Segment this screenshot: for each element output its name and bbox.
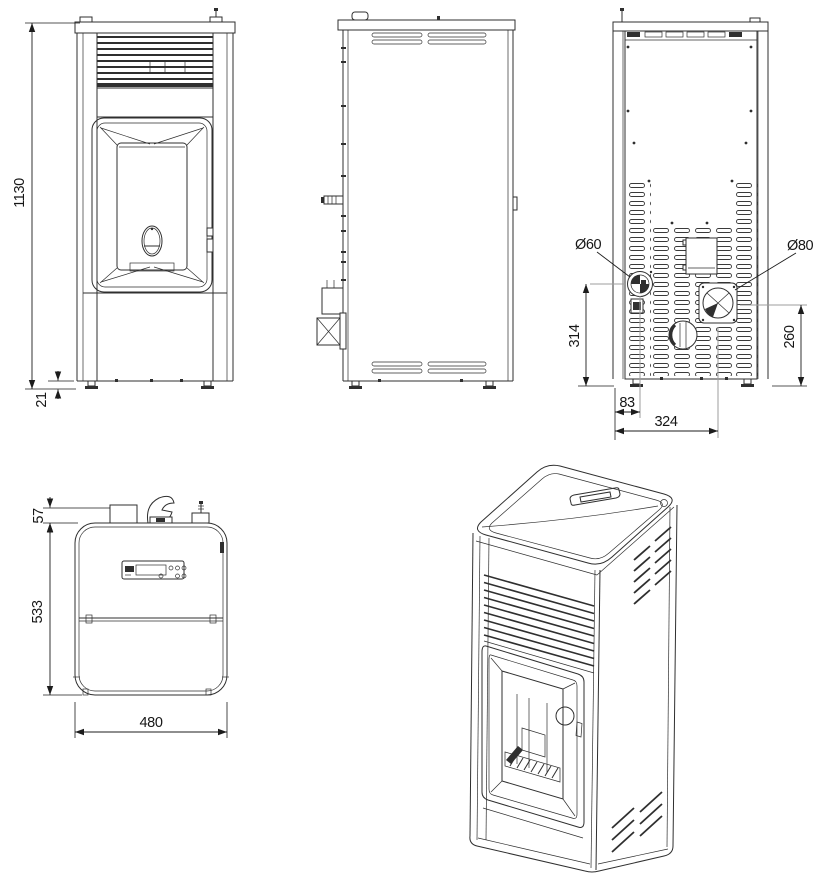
dim-overall-height-label: 1130: [12, 178, 28, 208]
junction-box: [682, 237, 718, 275]
top-view: 57 533 480: [30, 495, 229, 738]
air-inlet-port: [627, 271, 653, 297]
dim-flue-offset-label: 324: [655, 414, 678, 430]
door-knob: [141, 225, 163, 257]
lid-hinge-mark: [220, 542, 224, 553]
combustion-air-hole: [668, 320, 698, 350]
rear-edge-fixings: [341, 47, 346, 281]
iso-top-lid: [476, 464, 673, 565]
dim-foot-height-label: 21: [34, 392, 50, 408]
rear-top-slots: [625, 31, 757, 41]
dim-body-depth-label: 533: [30, 600, 46, 623]
dim-flue-diameter-label: Ø80: [787, 238, 814, 254]
dim-flue-height: 260: [740, 304, 807, 387]
fire-door: [91, 117, 214, 293]
iso-side-slots: [611, 526, 672, 853]
iso-fire-door: [481, 645, 585, 828]
dim-flue-diameter: Ø80: [734, 238, 814, 291]
side-vent-slots: [371, 32, 487, 374]
thermostat-pin: [214, 8, 218, 11]
lid-handle: [569, 487, 621, 506]
door-latch-side: [512, 196, 518, 211]
safety-valve: [191, 501, 210, 524]
dim-body-width: 480: [74, 702, 228, 738]
burn-pot: [521, 727, 546, 758]
power-socket: [630, 298, 644, 314]
dim-flue-offset: 324: [615, 327, 719, 438]
dim-air-inlet-offset-label: 83: [619, 395, 635, 411]
air-inlet-pipe: [321, 195, 344, 205]
flue-elbow: [147, 495, 175, 524]
panel-screws: [626, 45, 753, 322]
louver-grille: [97, 36, 213, 89]
rear-view: Ø60 Ø80 314 260 83 324: [567, 8, 814, 440]
top-body-outline: [74, 522, 228, 696]
dim-air-inlet-diameter-label: Ø60: [575, 237, 602, 253]
side-top-lid: [337, 19, 516, 31]
ash-lip: [129, 262, 175, 272]
rear-feet: [630, 377, 754, 387]
iso-door-glass: [501, 670, 564, 800]
flue-outlet-port: [698, 282, 738, 324]
dim-rear-projection: 57: [31, 497, 110, 534]
dim-rear-projection-label: 57: [31, 508, 47, 524]
junction-box-side: [321, 280, 344, 315]
rear-duct-box: [109, 504, 138, 524]
front-view: 1130 21: [12, 8, 236, 408]
door-glass: [116, 142, 188, 271]
top-lid: [74, 21, 236, 34]
dim-air-inlet-height: 314: [567, 283, 626, 387]
dim-overall-height: 1130: [12, 22, 80, 390]
dim-flue-height-label: 260: [782, 325, 798, 348]
isometric-view: [469, 464, 678, 873]
lcd-display: [135, 564, 167, 576]
dim-air-inlet-offset: 83: [614, 296, 641, 440]
side-feet: [349, 379, 496, 389]
dim-body-depth: 533: [30, 523, 82, 696]
dim-air-inlet-diameter: Ø60: [575, 237, 631, 278]
flue-outlet-side: [316, 312, 347, 350]
rear-top-lid: [612, 21, 769, 32]
adjustable-feet: [85, 380, 214, 389]
dim-foot-height: 21: [34, 371, 74, 408]
door-hinge: [206, 227, 214, 237]
control-panel: [121, 560, 187, 580]
iso-door-knob: [555, 706, 575, 726]
dim-body-width-label: 480: [140, 715, 163, 731]
side-view: [316, 11, 518, 389]
dim-air-inlet-height-label: 314: [567, 324, 583, 347]
iso-louver-grille: [483, 574, 595, 667]
